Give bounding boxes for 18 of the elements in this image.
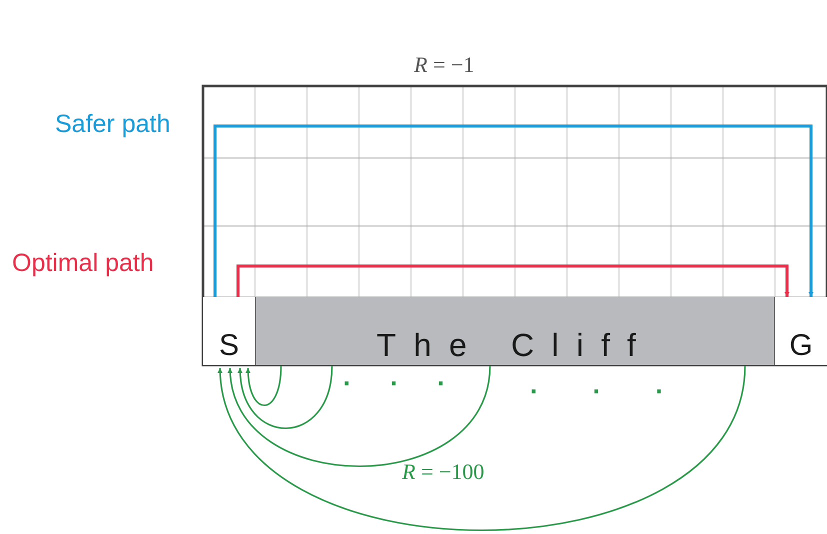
curved-arrow [246,366,282,406]
curved-arrow [218,366,746,531]
curved-arrow [228,366,491,467]
path-arrow [236,264,790,297]
edge-label: Optimal path [12,251,154,276]
reward-label: R = −1 [414,54,474,76]
curved-arrow [238,366,333,430]
ellipsis-dots: · · · [530,378,688,404]
grid-cell [775,297,827,365]
reward-label: R = −100 [402,461,484,483]
cell-label: G [789,331,813,361]
cliff-region [255,297,775,365]
cell-label: The Cliff [376,329,654,361]
edge-label: Safer path [55,112,170,137]
path-arrow [214,124,814,297]
grid-cell [203,297,255,365]
ellipsis-dots: · · · [343,370,462,396]
cell-label: S [218,331,239,361]
